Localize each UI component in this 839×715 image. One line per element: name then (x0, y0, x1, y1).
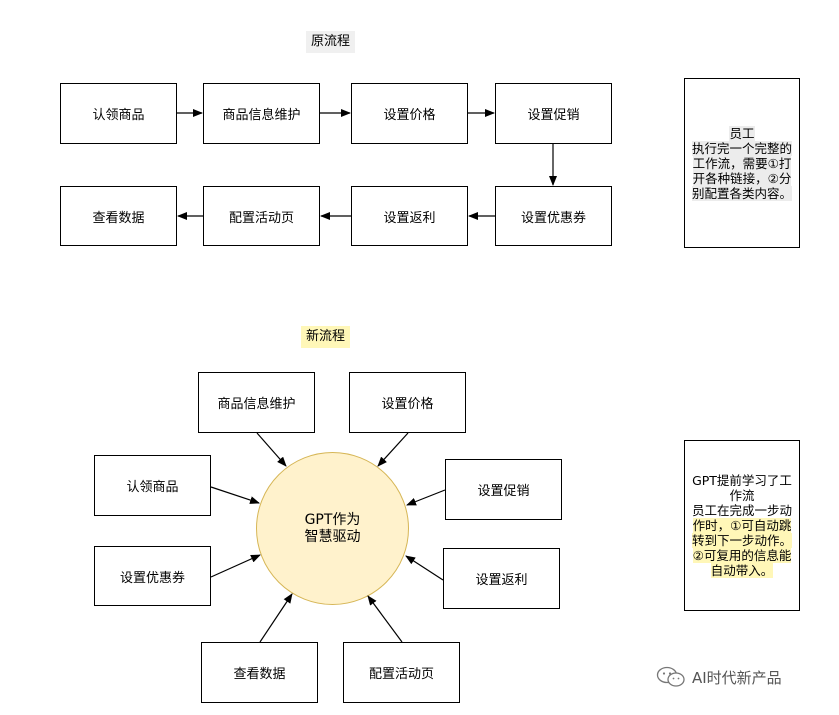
arrow-data-to-gpt (259, 593, 293, 643)
new-node-view-data: 查看数据 (201, 642, 318, 703)
circle-label-line2: 智慧驱动 (304, 528, 361, 545)
note-line: 转到下一步动作。 (691, 533, 792, 548)
wechat-icon (656, 666, 685, 687)
note-line: 开各种链接，②分 (692, 170, 792, 186)
note-line: 别配置各类内容。 (691, 185, 792, 201)
arrow-coupon-to-gpt (210, 554, 261, 578)
original-step-set-rebate: 设置返利 (351, 186, 468, 246)
arrow-rebate-to-gpt (405, 555, 444, 581)
new-node-product-info: 商品信息维护 (198, 372, 315, 433)
arrow-info-to-gpt (256, 432, 287, 467)
original-step-set-coupon: 设置优惠券 (495, 186, 612, 246)
gpt-driver-circle: GPT作为 智慧驱动 (256, 452, 409, 605)
new-flow-title: 新流程 (301, 326, 351, 348)
note-heading: 员工 (729, 125, 755, 141)
note-line: GPT提前学习了工 (692, 473, 792, 488)
new-node-set-promotion: 设置促销 (445, 459, 562, 520)
new-node-claim-product: 认领商品 (94, 455, 211, 516)
circle-label-line1: GPT作为 (304, 511, 361, 528)
new-node-set-rebate: 设置返利 (443, 548, 560, 609)
original-step-product-info: 商品信息维护 (203, 83, 320, 144)
watermark: AI时代新产品 (656, 666, 782, 688)
new-node-activity-page: 配置活动页 (343, 642, 460, 703)
original-flow-title: 原流程 (306, 31, 356, 53)
original-flow-note: 员工 执行完一个完整的 工作流，需要①打 开各种链接，②分 别配置各类内容。 (684, 78, 800, 248)
original-step-set-price: 设置价格 (351, 83, 468, 144)
arrow-price-to-gpt (377, 432, 409, 467)
original-step-set-promotion: 设置促销 (495, 83, 612, 144)
new-node-set-price: 设置价格 (349, 372, 466, 433)
note-line: 员工在完成一步动 (691, 503, 792, 518)
arrow-page-to-gpt (367, 595, 403, 643)
original-step-activity-page: 配置活动页 (203, 186, 320, 246)
original-step-claim-product: 认领商品 (60, 83, 177, 144)
arrow-claim-to-gpt (210, 486, 260, 504)
original-step-view-data: 查看数据 (60, 186, 177, 246)
new-node-set-coupon: 设置优惠券 (94, 546, 211, 606)
watermark-text: AI时代新产品 (692, 668, 782, 687)
note-line: 作流 (729, 488, 755, 503)
note-line: 工作流，需要①打 (692, 155, 792, 171)
arrow-promo-to-gpt (406, 489, 446, 506)
note-line: 执行完一个完整的 (691, 140, 792, 156)
new-flow-note: GPT提前学习了工 作流 员工在完成一步动 作时，①可自动跳 转到下一步动作。 … (684, 440, 800, 611)
note-line: 自动带入。 (710, 563, 774, 578)
note-line: ②可复用的信息能 (692, 548, 792, 563)
note-line: 作时，①可自动跳 (692, 518, 792, 533)
